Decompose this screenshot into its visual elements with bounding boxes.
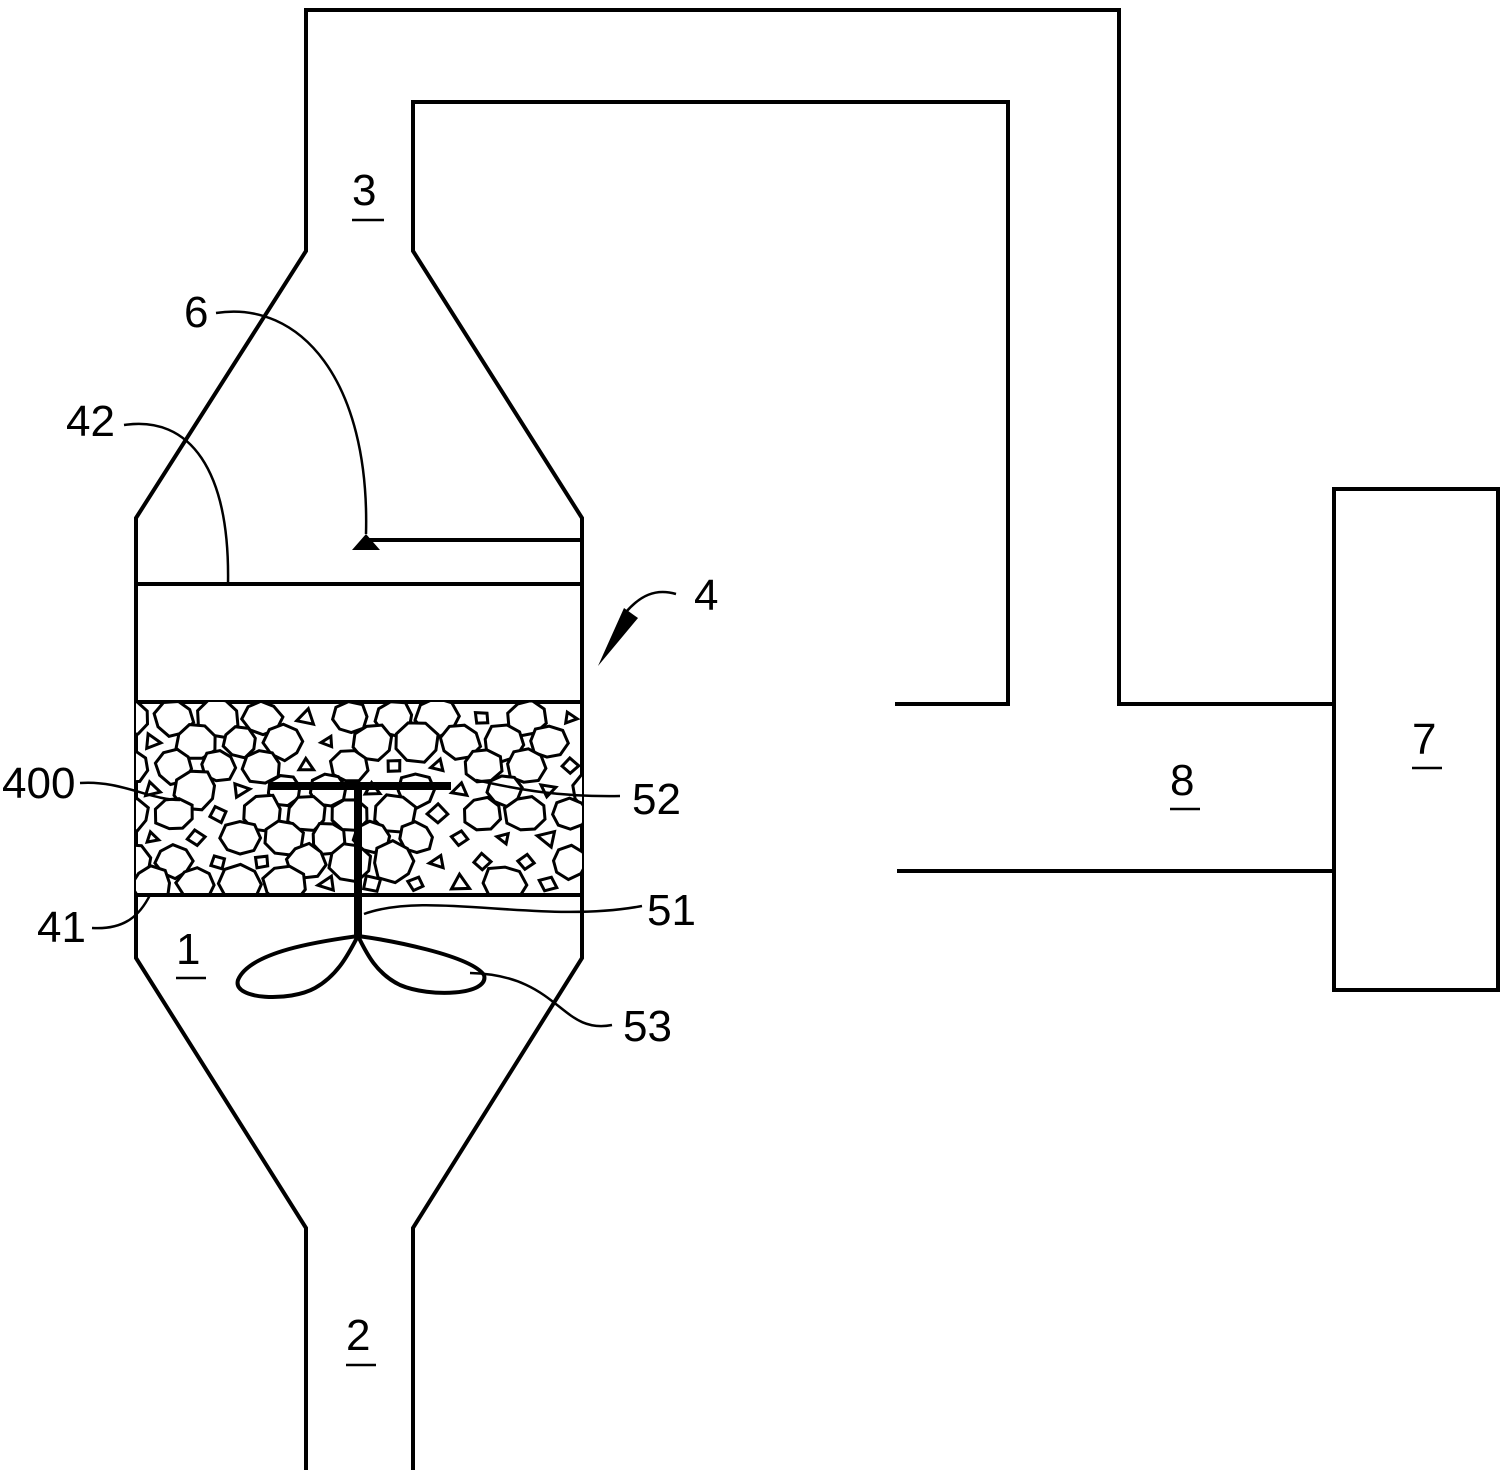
granule [425,852,446,870]
granule [448,871,473,891]
granule [493,831,511,847]
leader-41 [91,894,152,930]
granule [506,747,548,784]
tank [1332,487,1500,992]
granule [221,725,257,760]
label-3: 3 [352,166,376,215]
label-7: 7 [1412,715,1436,764]
granule [240,749,281,785]
granule [216,862,263,895]
granule [563,709,581,726]
label-52: 52 [632,775,681,824]
label-51: 51 [647,886,696,935]
label-1: 1 [176,925,200,974]
granule [463,748,504,784]
granule [405,875,426,893]
granule [330,702,369,735]
leader-400 [79,781,181,802]
granule [462,795,503,832]
granule [515,852,537,872]
leader-51 [363,903,643,916]
granule [317,733,334,749]
granule [153,797,194,831]
granule [571,772,582,808]
vessel-right-wall [411,100,1010,1470]
granule [373,793,418,834]
granule [239,702,285,737]
label-42: 42 [66,397,115,446]
granule [144,829,162,845]
granule [386,759,402,773]
granule [286,794,327,832]
granule [538,782,559,800]
vessel-left-wall [134,8,1334,1470]
granule [398,820,435,855]
granule [533,829,557,850]
propeller-right-blade [354,933,487,995]
granule [373,839,416,885]
granule [581,842,582,844]
granule [361,873,383,894]
granule [261,864,307,895]
granule [293,705,316,727]
label-400: 400 [2,759,75,808]
filter-media-granules [136,702,599,895]
granule [471,851,494,872]
label-2: 2 [346,1311,370,1360]
leader-6 [215,310,368,535]
granule [559,755,582,776]
granule [481,865,529,895]
granule [327,842,373,884]
granule [136,749,150,784]
granule [207,804,228,825]
arrow-4 [598,608,638,666]
granule [253,854,270,870]
label-4: 4 [694,571,718,620]
granule [328,749,370,783]
granule [448,780,470,798]
granule [351,723,394,762]
granule [424,801,450,825]
granule [174,723,217,760]
granule [208,854,227,871]
granule [296,755,317,772]
granule [550,796,582,831]
granule [586,881,599,890]
leader-4 [625,590,677,613]
propeller-left-blade [235,933,362,999]
granule [136,864,172,895]
nozzle [352,534,380,550]
granule [449,828,470,848]
granule [551,843,582,882]
granule [218,819,263,856]
granule [136,797,150,833]
granule [529,724,571,759]
granule [185,828,208,848]
granule [473,711,490,725]
granule [537,875,559,893]
granule [136,702,150,736]
label-6: 6 [184,288,208,337]
granule [581,743,582,746]
leader-52 [475,778,621,798]
granule [502,795,547,832]
granule [143,779,164,798]
label-41: 41 [37,903,86,952]
leader-53 [469,971,613,1028]
granule [438,723,483,761]
leader-42 [123,422,230,585]
granule [427,756,445,773]
granule [233,781,254,800]
label-53: 53 [623,1002,672,1051]
granule [314,873,336,893]
granule [144,731,165,751]
granule [394,721,440,764]
label-8: 8 [1170,756,1194,805]
granule [173,866,216,895]
